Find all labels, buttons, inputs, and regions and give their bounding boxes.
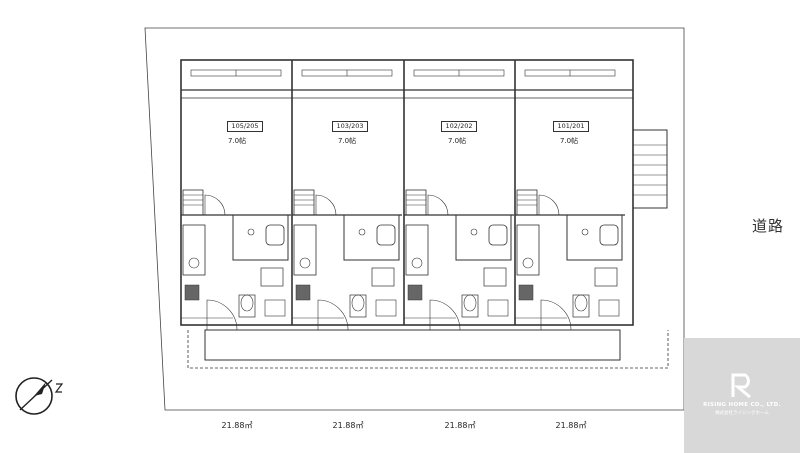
building-outline <box>180 59 634 326</box>
unit-label-1: 105/205 <box>227 121 263 132</box>
site-boundary <box>144 27 685 411</box>
company-name: RISING HOME CO., LTD. <box>703 402 781 408</box>
unit-area-4: 21.88㎡ <box>555 421 587 430</box>
unit-area-3: 21.88㎡ <box>444 421 476 430</box>
exterior-stair <box>632 129 668 209</box>
room-size-3: 7.0帖 <box>448 137 467 145</box>
road-label: 道路 <box>752 217 785 235</box>
unit-label-4: 101/201 <box>553 121 589 132</box>
company-watermark: RISING HOME CO., LTD. 株式会社ライジングホーム <box>684 338 800 453</box>
room-size-1: 7.0帖 <box>228 137 247 145</box>
unit-detail-4 <box>514 69 626 331</box>
unit-detail-1 <box>180 69 292 331</box>
unit-area-1: 21.88㎡ <box>221 421 253 430</box>
room-size-2: 7.0帖 <box>338 137 357 145</box>
unit-label-3: 102/202 <box>441 121 477 132</box>
corridor-dashed-line <box>187 330 669 369</box>
unit-detail-2 <box>291 69 403 331</box>
rising-home-logo-icon <box>731 373 751 399</box>
unit-detail-3 <box>403 69 515 331</box>
unit-area-2: 21.88㎡ <box>332 421 364 430</box>
north-compass-icon <box>15 377 64 415</box>
corridor-outline <box>204 329 621 361</box>
room-size-4: 7.0帖 <box>560 137 579 145</box>
unit-label-2: 103/203 <box>332 121 368 132</box>
company-name-ja: 株式会社ライジングホーム <box>715 411 769 416</box>
